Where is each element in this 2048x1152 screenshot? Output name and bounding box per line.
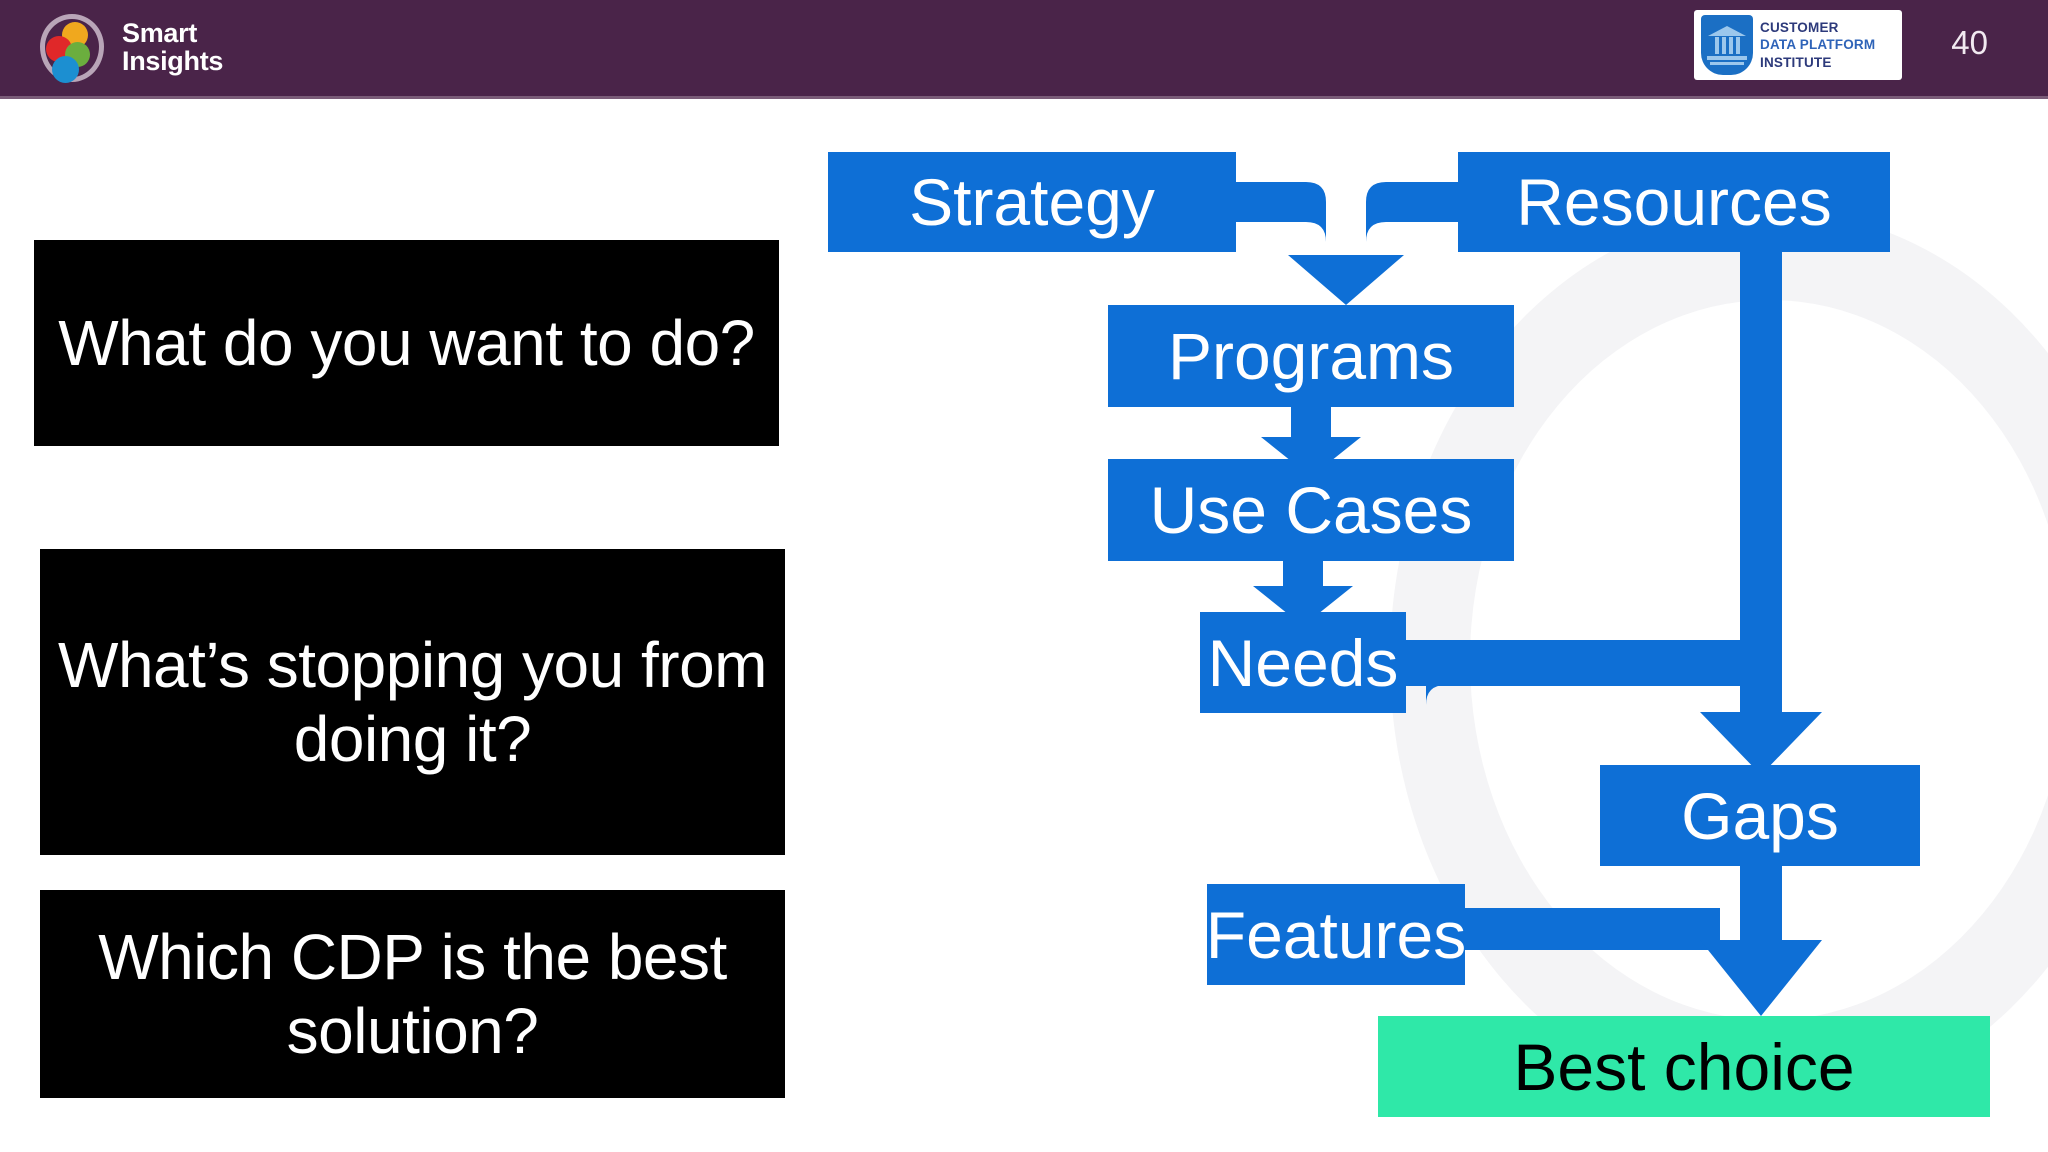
cdp-line-2: DATA PLATFORM (1760, 37, 1876, 53)
cdp-institute-logo: CUSTOMER DATA PLATFORM INSTITUTE (1694, 10, 1902, 80)
brand-line-2: Insights (122, 46, 224, 76)
brand-line-1: Smart (122, 18, 198, 49)
flow-node-resources[interactable]: Resources (1458, 152, 1890, 252)
smart-insights-mark-icon (36, 12, 108, 84)
cdp-shield-icon (1701, 15, 1753, 75)
flow-node-programs[interactable]: Programs (1108, 305, 1514, 407)
cdp-line-1: CUSTOMER (1760, 20, 1839, 36)
cdp-institute-wordmark: CUSTOMER DATA PLATFORM INSTITUTE (1760, 19, 1875, 71)
brand-wordmark: Smart Insights (122, 20, 223, 75)
flow-node-strategy[interactable]: Strategy (828, 152, 1236, 252)
smart-insights-logo: Smart Insights (36, 12, 223, 84)
header-bar: Smart Insights CUSTOMER DATA PLATFORM IN… (0, 0, 2048, 99)
question-card-1: What do you want to do? (34, 240, 779, 446)
flow-node-gaps[interactable]: Gaps (1600, 765, 1920, 866)
slide-page-number: 40 (1951, 24, 1988, 61)
flow-node-needs[interactable]: Needs (1200, 612, 1406, 713)
flow-node-features[interactable]: Features (1206, 884, 1466, 985)
flow-node-use-cases[interactable]: Use Cases (1108, 459, 1514, 561)
question-card-3: Which CDP is the best solution? (40, 890, 785, 1098)
flow-node-best-choice[interactable]: Best choice (1378, 1016, 1990, 1117)
question-card-2: What’s stopping you from doing it? (40, 549, 785, 855)
cdp-line-3: INSTITUTE (1760, 54, 1832, 70)
